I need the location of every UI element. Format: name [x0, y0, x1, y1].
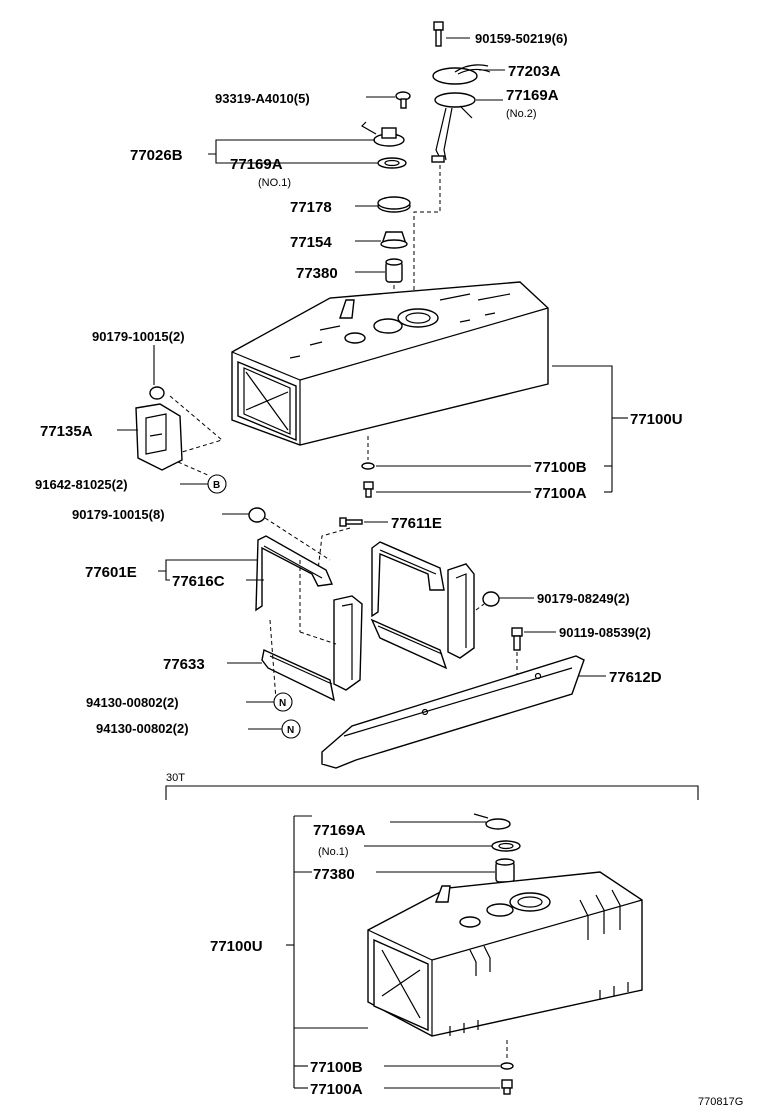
label-90179-08249: 90179-08249(2) [537, 591, 630, 606]
label-77633: 77633 [163, 656, 205, 673]
label-77380: 77380 [296, 265, 338, 282]
fuel-sender-gauge [431, 64, 491, 163]
label-90179-10015-2: 90179-10015(2) [92, 329, 185, 344]
note-no1: (NO.1) [258, 177, 291, 189]
label-s2-77100A: 77100A [310, 1081, 363, 1098]
label-90119-08539: 90119-08539(2) [559, 625, 651, 640]
label-77100A: 77100A [534, 485, 587, 502]
part-77380 [385, 258, 403, 283]
label-s2-77380: 77380 [313, 866, 355, 883]
label-77169A-no1: 77169A [230, 156, 283, 173]
section-bracket [165, 785, 699, 800]
figure-code: 770817G [698, 1096, 743, 1108]
nut-90179-08249 [482, 591, 500, 607]
screw-93319 [395, 91, 411, 109]
label-77100U: 77100U [630, 411, 683, 428]
cap-77154 [380, 231, 408, 249]
fuel-gauge-assembly [361, 121, 407, 169]
label-91642-81025: 91642-81025(2) [35, 477, 128, 492]
s2-drain-plug [501, 1079, 513, 1095]
label-90179-10015-8: 90179-10015(8) [72, 507, 165, 522]
label-77135A: 77135A [40, 423, 93, 440]
label-77203A: 77203A [508, 63, 561, 80]
label-77616C: 77616C [172, 573, 225, 590]
s2-drain-gasket [500, 1062, 514, 1070]
bracket-77135A [135, 403, 183, 471]
nut-90179-10015-large [248, 507, 266, 523]
protector-77612D [321, 655, 585, 769]
note-no2: (No.2) [506, 108, 537, 120]
label-77169A-no2: 77169A [506, 87, 559, 104]
label-94130-00802-b: 94130-00802(2) [96, 721, 189, 736]
drain-plug-77100A [363, 481, 374, 498]
fuel-tank-77100U [231, 281, 549, 446]
label-77611E: 77611E [391, 515, 442, 532]
bolt-90159 [433, 21, 444, 47]
section-label-30T: 30T [166, 772, 185, 784]
tank-band-left [255, 535, 363, 702]
label-77100B: 77100B [534, 459, 587, 476]
nut-90179-10015-small [149, 386, 165, 400]
label-77178: 77178 [290, 199, 332, 216]
label-s2-77100B: 77100B [310, 1059, 363, 1076]
label-77612D: 77612D [609, 669, 662, 686]
s2-fuel-tank-77100U [367, 871, 643, 1037]
ring-77178 [377, 196, 411, 213]
circle-b-letter: B [213, 480, 220, 491]
label-s2-77169A: 77169A [313, 822, 366, 839]
circle-n2-letter: N [287, 725, 294, 736]
circle-n1-letter: N [279, 698, 286, 709]
bolt-77611E [339, 517, 363, 527]
note-s2-no1: (No.1) [318, 846, 349, 858]
tank-band-right [370, 541, 475, 670]
bolt-90119-08539 [511, 627, 523, 651]
label-93319-A4010: 93319-A4010(5) [215, 91, 310, 106]
s2-part-77380 [495, 858, 515, 883]
label-77601E: 77601E [85, 564, 137, 581]
label-94130-00802-a: 94130-00802(2) [86, 695, 179, 710]
label-s2-77100U: 77100U [210, 938, 263, 955]
label-77026B: 77026B [130, 147, 183, 164]
drain-gasket-77100B [361, 462, 375, 470]
label-90159-50219: 90159-50219(6) [475, 31, 568, 46]
label-77154: 77154 [290, 234, 332, 251]
